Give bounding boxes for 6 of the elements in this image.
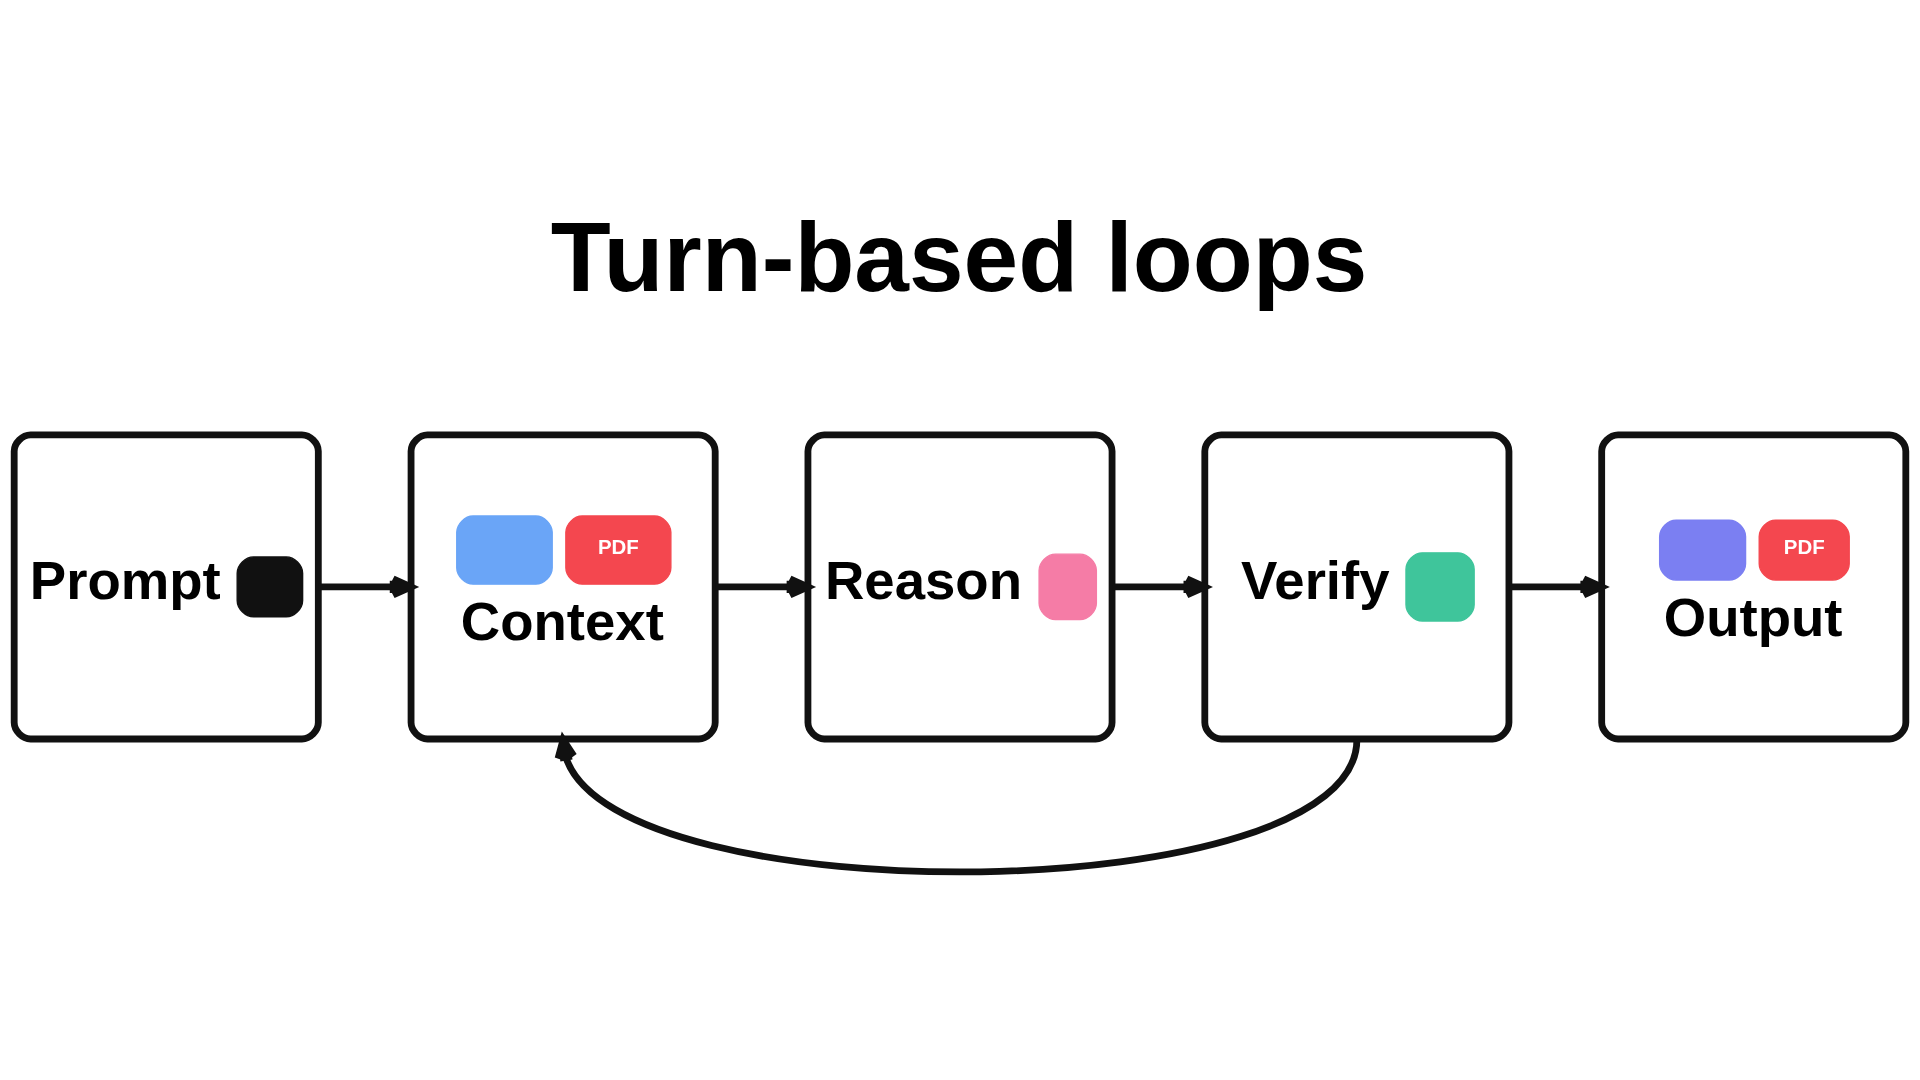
node-box: Prompt — [10, 430, 322, 742]
node-box: Verify — [1201, 430, 1513, 742]
node-box: Reason — [804, 430, 1116, 742]
node-box: PDF Context — [407, 430, 719, 742]
diagram-title: Turn-based loops — [550, 201, 1368, 312]
node-box: PDF Output — [1598, 430, 1910, 742]
